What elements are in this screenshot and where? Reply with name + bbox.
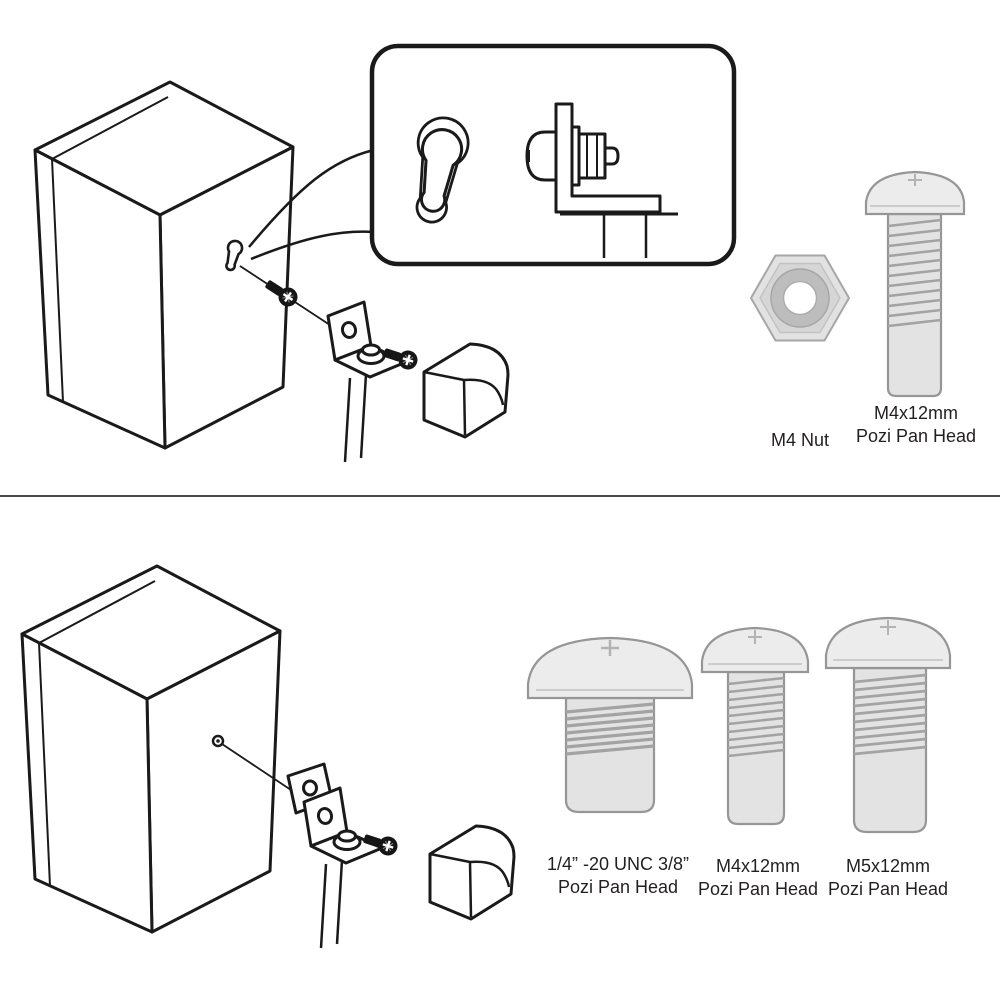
mounting-bracket-icon (326, 300, 408, 464)
screw-m4-bottom-icon (700, 626, 810, 826)
screw-m5-icon (824, 616, 952, 834)
screw-unc-icon (526, 636, 694, 814)
mount-block-icon (428, 824, 516, 921)
screw-size-text: M4x12mm (873, 403, 958, 423)
hex-nut-icon (749, 254, 851, 342)
callout-pointer-line (250, 230, 375, 261)
unc-screw-label: 1/4” -20 UNC 3/8” Pozi Pan Head (518, 853, 718, 899)
m4-screw-label: M4x12mm Pozi Pan Head (816, 402, 1000, 448)
callout-detail-box (369, 43, 737, 267)
screw-type-text: Pozi Pan Head (697, 879, 819, 899)
mounting-bracket-icon (302, 786, 384, 950)
screw-type-text: Pozi Pan Head (855, 426, 977, 446)
screw-size-text: 1/4” -20 UNC 3/8” (546, 854, 690, 874)
top-panel-illustration (33, 43, 966, 464)
bottom-panel-illustration (20, 564, 952, 950)
threaded-insert-hole (216, 739, 220, 743)
callout-pointer-line (248, 148, 375, 248)
screw-tip-icon (603, 146, 620, 166)
speaker-cabinet-icon (33, 80, 295, 450)
screw-type-text: Pozi Pan Head (827, 879, 949, 899)
screw-size-text: M5x12mm (845, 856, 930, 876)
screw-m4-top-icon (864, 170, 966, 398)
mount-block-icon (422, 342, 510, 439)
screw-size-text: M4x12mm (715, 856, 800, 876)
bracket-side-view-icon (525, 102, 678, 258)
m5-screw-label: M5x12mm Pozi Pan Head (792, 855, 984, 901)
nut-side-icon (577, 132, 607, 180)
m4-nut-label: M4 Nut (770, 430, 830, 450)
speaker-cabinet-icon (20, 564, 282, 934)
screw-head-side-icon (525, 130, 558, 182)
m4-screw-bottom-label: M4x12mm Pozi Pan Head (662, 855, 854, 901)
screw-type-text: Pozi Pan Head (557, 877, 679, 897)
